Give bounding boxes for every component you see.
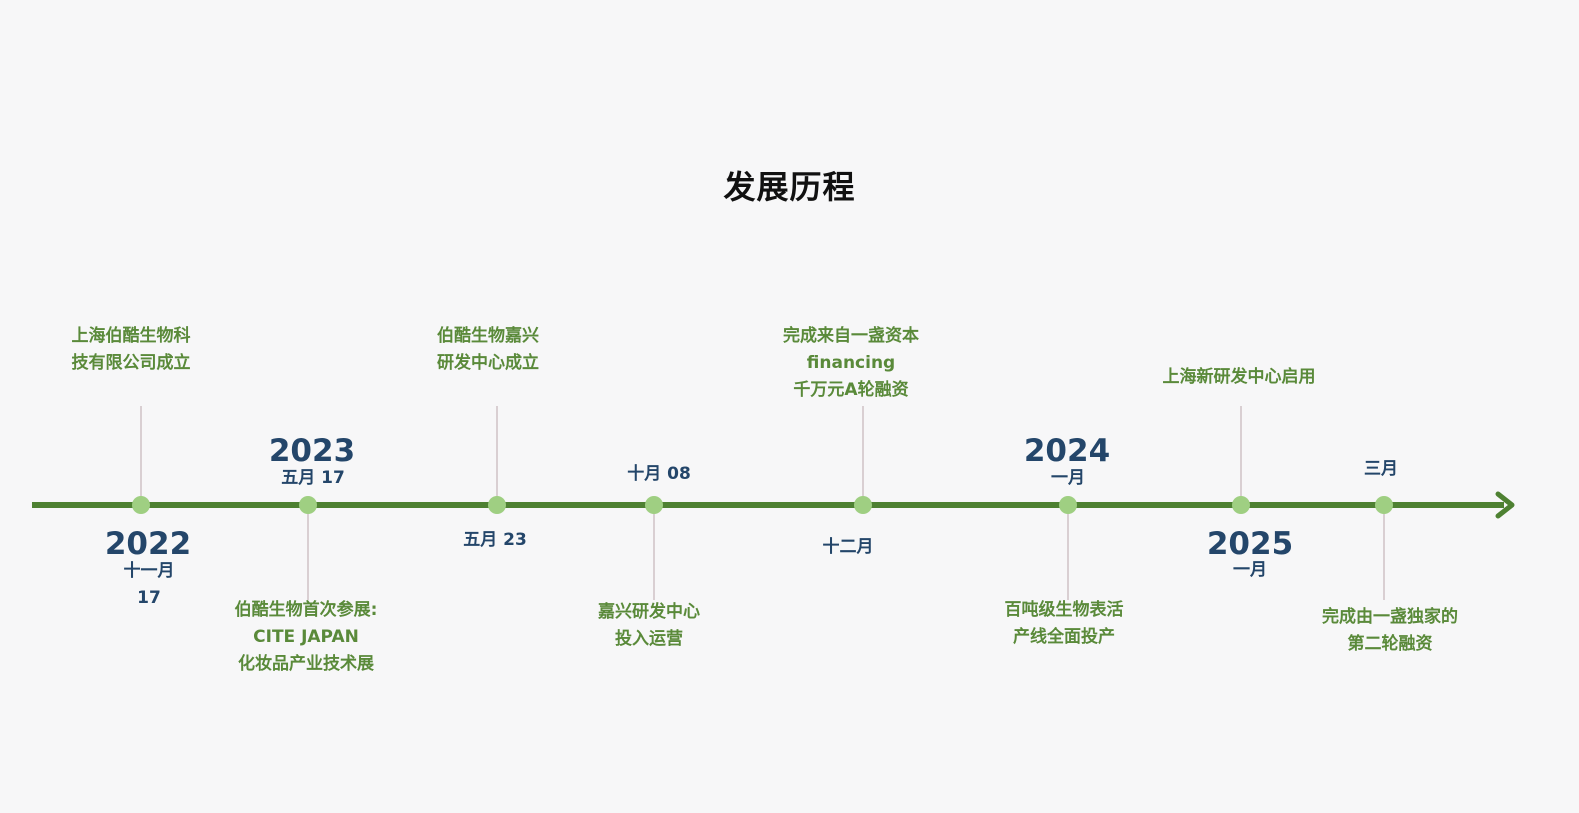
event-stem [653,510,655,600]
event-description: 上海伯酷生物科 技有限公司成立 [71,326,191,373]
timeline-marker [132,496,150,514]
timeline-axis [32,502,1504,508]
timeline-marker [299,496,317,514]
event-description: 百吨级生物表活 产线全面投产 [1004,600,1124,647]
event-year: 2025 [1206,526,1294,562]
event-date: 十月 08 [627,464,691,484]
event-description: 伯酷生物嘉兴 研发中心成立 [437,326,539,373]
event-stem [496,406,498,498]
page-title: 发展历程 [723,168,856,206]
event-stem [1067,510,1069,600]
event-year: 2022 [104,526,192,562]
event-description: 伯酷生物首次参展: CITE JAPAN 化妆品产业技术展 [234,600,378,674]
event-description: 上海新研发中心启用 [1162,367,1316,387]
event-stem [862,406,864,498]
event-description: 完成由一盏独家的 第二轮融资 [1322,607,1458,654]
event-date: 十一月 17 [123,561,175,608]
event-date: 五月 17 [281,468,345,488]
event-date: 五月 23 [463,530,527,550]
event-stem [1240,406,1242,498]
event-stem [140,406,142,498]
timeline-marker [1375,496,1393,514]
event-description: 嘉兴研发中心 投入运营 [598,602,700,649]
timeline-marker [488,496,506,514]
timeline-marker [854,496,872,514]
timeline-marker [1059,496,1077,514]
timeline-marker [645,496,663,514]
event-description: 完成来自一盏资本 financing 千万元A轮融资 [783,326,919,400]
event-stem [1383,510,1385,600]
event-year: 2024 [1023,433,1111,469]
event-year: 2023 [268,433,356,469]
event-date: 三月 [1364,459,1398,479]
timeline-marker [1232,496,1250,514]
event-date: 一月 [1233,560,1267,580]
event-date: 十二月 [822,537,874,557]
timeline-arrow-icon [1495,491,1515,519]
event-stem [307,510,309,600]
event-date: 一月 [1051,468,1085,488]
